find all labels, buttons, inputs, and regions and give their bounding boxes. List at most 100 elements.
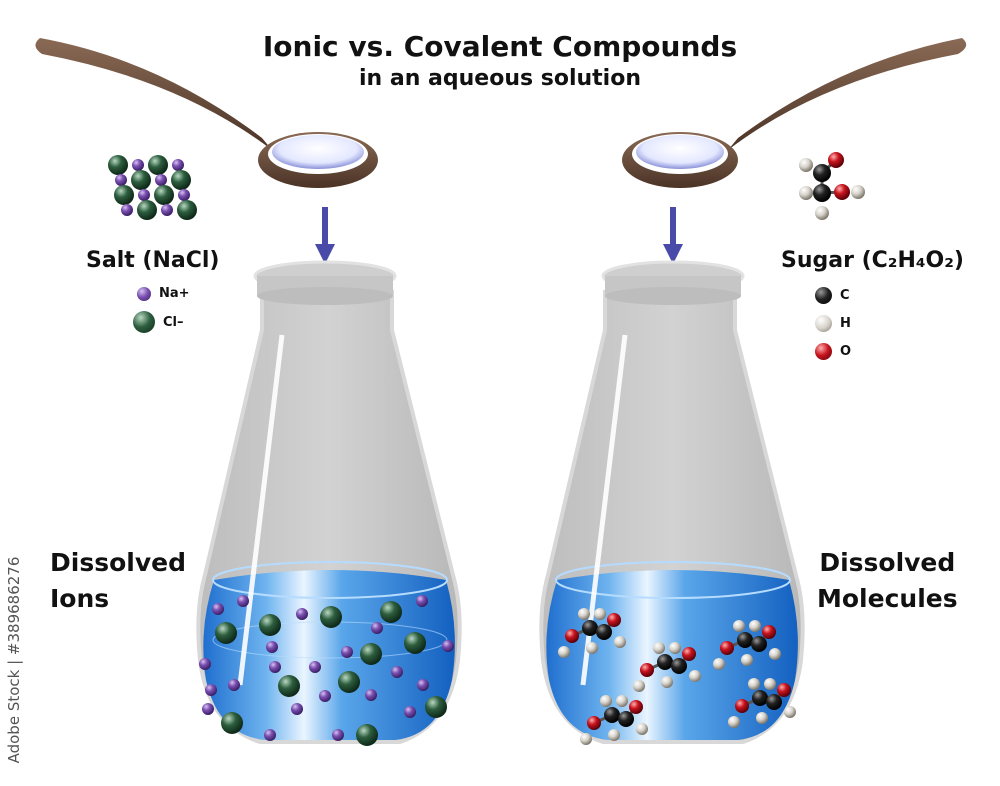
cl-ion-icon [133, 311, 155, 333]
na-ion [309, 661, 321, 673]
stock-watermark: Adobe Stock | #389686276 [4, 545, 24, 775]
na-ion [266, 641, 278, 653]
hydrogen-atom [669, 642, 681, 654]
carbon-atom [582, 620, 598, 636]
dissolved-molecules-label: Dissolved Molecules [817, 545, 958, 617]
hydrogen-atom [558, 646, 570, 658]
carbon-atom [737, 632, 753, 648]
page-title: Ionic vs. Covalent Compounds [262, 30, 738, 63]
hydrogen-atom [661, 676, 673, 688]
hydrogen-atom [594, 608, 606, 620]
na-ion-icon [137, 286, 151, 301]
na-ion [205, 684, 217, 696]
na-ion [199, 658, 211, 670]
oxygen-atom [640, 663, 654, 677]
cl-ion [278, 675, 300, 697]
hydrogen-atom [578, 608, 590, 620]
crystal-na [178, 189, 190, 201]
icon-hydrogen [851, 185, 865, 199]
carbon-atom [657, 654, 673, 670]
hydrogen-atom [653, 642, 665, 654]
na-ion [365, 689, 377, 701]
oxygen-atom [720, 641, 734, 655]
icon-oxygen [834, 184, 850, 200]
na-ion [228, 679, 240, 691]
na-ion [391, 666, 403, 678]
cl-ion [221, 712, 243, 734]
hydrogen-atom [733, 620, 745, 632]
oxygen-atom [629, 700, 643, 714]
crystal-na [115, 174, 127, 186]
sugar-flask [539, 260, 805, 744]
legend-item-o: O [815, 343, 851, 360]
na-ion [212, 603, 224, 615]
oxygen-atom [607, 613, 621, 627]
crystal-cl [108, 155, 128, 175]
hydrogen-atom [614, 636, 626, 648]
icon-hydrogen [799, 158, 813, 172]
crystal-cl [148, 155, 168, 175]
crystal-cl [114, 185, 134, 205]
na-ion [202, 703, 214, 715]
hydrogen-atom [764, 678, 776, 690]
hydrogen-atom [608, 729, 620, 741]
na-ion [269, 661, 281, 673]
dissolved-molecules-line1: Dissolved [819, 548, 956, 577]
crystal-cl [171, 170, 191, 190]
hydrogen-atom [784, 706, 796, 718]
hydrogen-atom [600, 695, 612, 707]
hydrogen-atom [616, 695, 628, 707]
oxygen-atom-icon [815, 343, 832, 360]
hydrogen-atom [633, 680, 645, 692]
na-ion [417, 679, 429, 691]
dissolved-ions-label: Dissolved Ions [50, 545, 186, 617]
hydrogen-atom [728, 716, 740, 728]
cl-ion [320, 606, 342, 628]
icon-carbon [813, 184, 831, 202]
hydrogen-atom [741, 654, 753, 666]
legend-item-na: Na+ [137, 286, 190, 301]
oxygen-atom [762, 625, 776, 639]
crystal-na [121, 204, 133, 216]
na-ion [404, 706, 416, 718]
nacl-crystal-icon [108, 155, 197, 220]
sugar-spoon [622, 38, 967, 188]
cl-ion [425, 696, 447, 718]
hydrogen-atom [586, 642, 598, 654]
sugar-molecules [558, 608, 796, 745]
na-ion [264, 729, 276, 741]
legend-item-h: H [815, 315, 851, 332]
oxygen-atom [777, 683, 791, 697]
salt-arrow [315, 207, 335, 264]
cl-ion [404, 632, 426, 654]
hydrogen-atom [713, 658, 725, 670]
na-ion [237, 595, 249, 607]
hydrogen-atom [769, 648, 781, 660]
carbon-atom [751, 636, 767, 652]
hydrogen-atom [689, 670, 701, 682]
crystal-na [172, 159, 184, 171]
sugar-molecule-icon [799, 152, 865, 220]
sugar-label: Sugar (C₂H₄O₂) [781, 248, 964, 273]
hydrogen-atom [756, 712, 768, 724]
na-ion [332, 729, 344, 741]
salt-spoon [35, 38, 378, 188]
carbon-atom [618, 711, 634, 727]
hydrogen-atom [580, 733, 592, 745]
salt-ions [199, 595, 454, 746]
hydrogen-atom [748, 678, 760, 690]
page-subtitle: in an aqueous solution [359, 66, 641, 91]
cl-ion [360, 643, 382, 665]
legend-label-o: O [840, 344, 852, 359]
na-ion [319, 690, 331, 702]
carbon-atom [766, 694, 782, 710]
salt-label: Salt (NaCl) [86, 248, 220, 273]
carbon-atom [596, 624, 612, 640]
icon-hydrogen [799, 186, 813, 200]
cl-ion [380, 601, 402, 623]
icon-carbon [813, 164, 831, 182]
cl-ion [338, 671, 360, 693]
dissolved-molecules-line2: Molecules [817, 584, 958, 613]
icon-hydrogen [815, 206, 829, 220]
cl-ion [356, 724, 378, 746]
